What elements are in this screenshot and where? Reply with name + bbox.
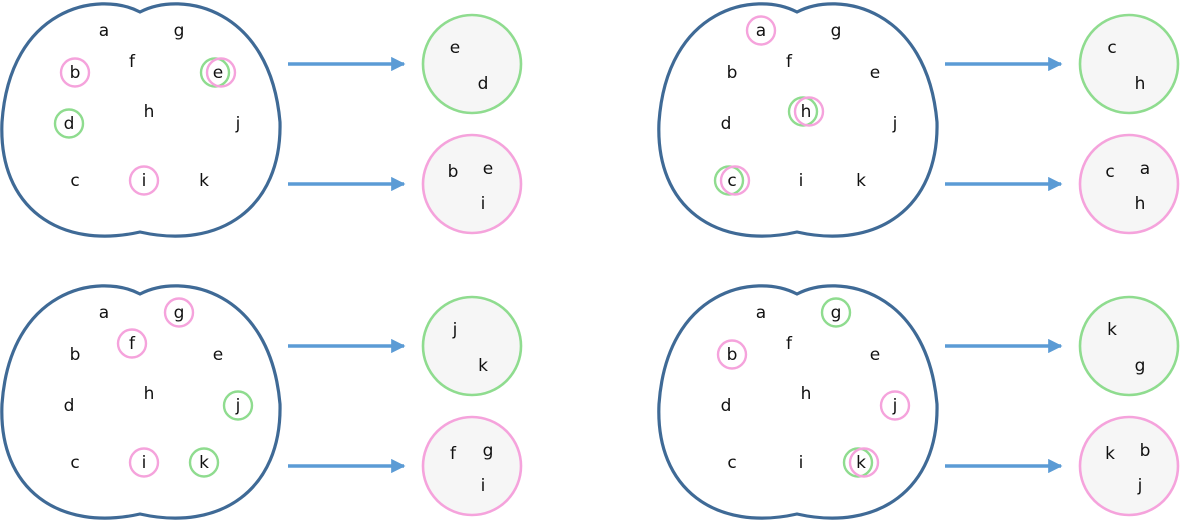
pink-set-letter-c: c <box>1105 162 1114 182</box>
letter-b: b <box>70 63 81 83</box>
pink-marker-circle <box>116 328 148 359</box>
green-set-letter-k: k <box>1107 320 1117 340</box>
letter-d: d <box>64 396 75 416</box>
universe-blob <box>657 284 939 520</box>
letter-d: d <box>721 396 732 416</box>
pink-marker-circle <box>793 96 825 127</box>
pink-marker-circle <box>163 297 195 328</box>
letter-k: k <box>199 453 209 473</box>
pink-set-letter-b: b <box>1140 441 1151 461</box>
pink-marker-circle <box>848 447 880 478</box>
pink-set-letter-f: f <box>450 444 457 464</box>
letter-k: k <box>856 171 866 191</box>
pink-set-letter-a: a <box>1140 159 1150 179</box>
pink-marker-circle <box>719 165 751 196</box>
pink-set-letter-g: g <box>483 441 494 461</box>
pink-set-letter-b: b <box>448 162 459 182</box>
letter-a: a <box>756 21 766 41</box>
pink-marker-circle <box>205 57 237 88</box>
green-result-set <box>1078 13 1180 115</box>
letter-c: c <box>727 171 736 191</box>
letter-j: j <box>892 396 898 416</box>
green-result-set <box>1078 295 1180 397</box>
letter-i: i <box>142 453 147 473</box>
letter-j: j <box>235 396 241 416</box>
pink-set-letter-i: i <box>481 194 486 214</box>
green-marker-circle <box>842 447 874 478</box>
letter-g: g <box>831 303 842 323</box>
green-marker-circle <box>713 165 745 196</box>
letter-h: h <box>144 384 155 404</box>
green-marker-circle <box>188 447 220 478</box>
letter-c: c <box>70 171 79 191</box>
pink-set-letter-k: k <box>1105 444 1115 464</box>
pink-result-set <box>1078 415 1180 517</box>
letter-f: f <box>786 52 793 72</box>
green-result-set <box>421 13 523 115</box>
letter-d: d <box>721 114 732 134</box>
letter-f: f <box>129 52 136 72</box>
green-set-letter-e: e <box>450 38 460 58</box>
pink-marker-circle <box>879 390 911 421</box>
letter-e: e <box>870 345 880 365</box>
universe-blob <box>0 284 282 520</box>
letter-h: h <box>144 102 155 122</box>
pink-set-letter-e: e <box>483 159 493 179</box>
letter-d: d <box>64 114 75 134</box>
pink-marker-circle <box>745 15 777 46</box>
letter-g: g <box>174 303 185 323</box>
letter-b: b <box>727 345 738 365</box>
green-set-letter-g: g <box>1135 356 1146 376</box>
letter-c: c <box>727 453 736 473</box>
green-set-letter-j: j <box>452 320 458 340</box>
letter-e: e <box>213 63 223 83</box>
letter-e: e <box>870 63 880 83</box>
pink-marker-circle <box>59 57 91 88</box>
pink-marker-circle <box>128 447 160 478</box>
letter-h: h <box>801 384 812 404</box>
pink-set-letter-i: i <box>481 476 486 496</box>
green-marker-circle <box>53 108 85 139</box>
letter-k: k <box>856 453 866 473</box>
green-set-letter-d: d <box>478 74 489 94</box>
green-set-letter-c: c <box>1107 38 1116 58</box>
letter-i: i <box>142 171 147 191</box>
letter-j: j <box>892 114 898 134</box>
letter-f: f <box>786 334 793 354</box>
letter-b: b <box>727 63 738 83</box>
letter-g: g <box>174 21 185 41</box>
letter-a: a <box>756 303 766 323</box>
green-marker-circle <box>199 57 231 88</box>
green-marker-circle <box>820 297 852 328</box>
letter-i: i <box>799 453 804 473</box>
letter-f: f <box>129 334 136 354</box>
green-marker-circle <box>787 96 819 127</box>
pink-set-letter-h: h <box>1135 194 1146 214</box>
green-set-letter-k: k <box>478 356 488 376</box>
green-result-set <box>421 295 523 397</box>
pink-set-letter-j: j <box>1137 476 1143 496</box>
green-set-letter-h: h <box>1135 74 1146 94</box>
letter-k: k <box>199 171 209 191</box>
letter-i: i <box>799 171 804 191</box>
letter-b: b <box>70 345 81 365</box>
green-marker-circle <box>222 390 254 421</box>
pink-result-set <box>1078 133 1180 235</box>
letter-e: e <box>213 345 223 365</box>
pink-result-set <box>421 415 523 517</box>
pink-marker-circle <box>716 339 748 370</box>
letter-a: a <box>99 303 109 323</box>
letter-j: j <box>235 114 241 134</box>
pink-marker-circle <box>128 165 160 196</box>
letter-h: h <box>801 102 812 122</box>
letter-c: c <box>70 453 79 473</box>
letter-g: g <box>831 21 842 41</box>
letter-a: a <box>99 21 109 41</box>
pink-result-set <box>421 133 523 235</box>
